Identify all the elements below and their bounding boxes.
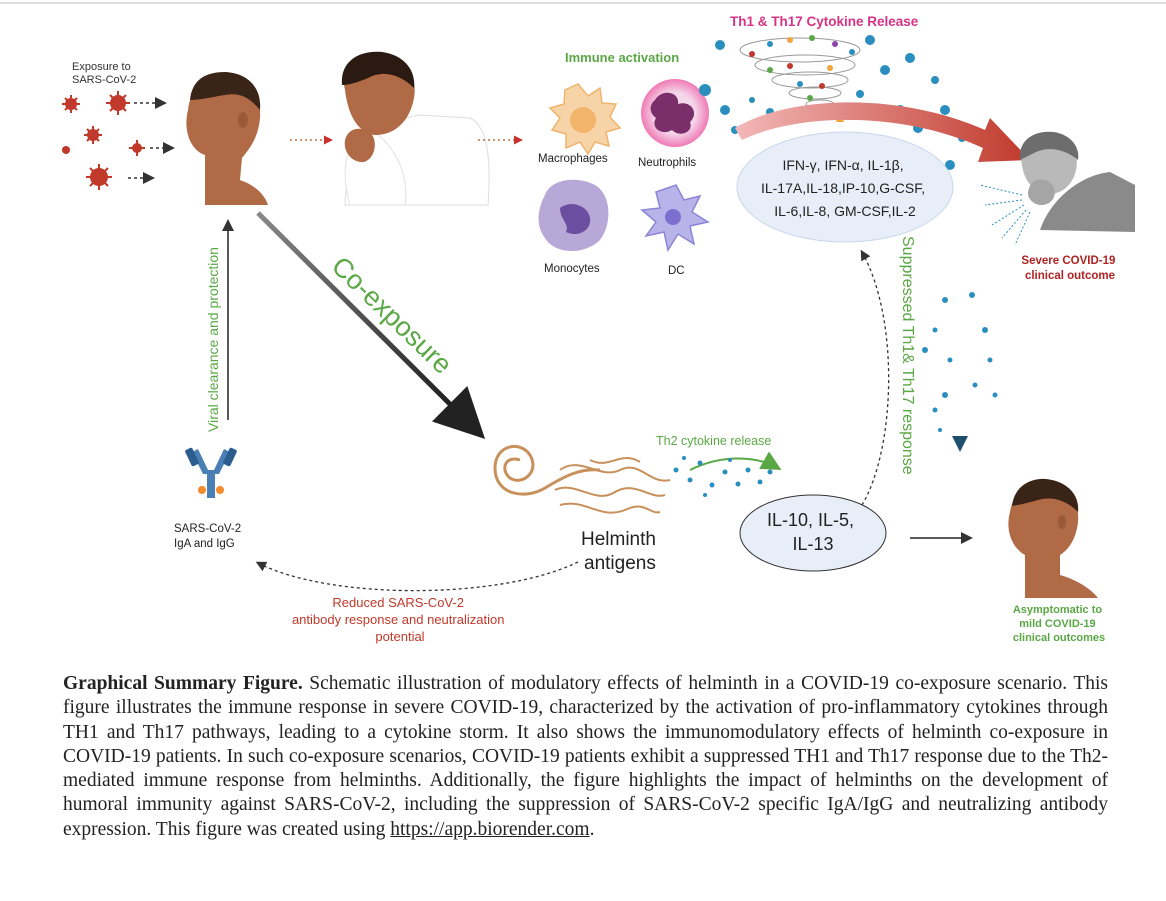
virus-dotted-arrows xyxy=(128,97,175,184)
coughing-person-illustration xyxy=(341,51,490,206)
exposure-label: Exposure to SARS-CoV-2 xyxy=(72,61,136,86)
th2-release-label: Th2 cytokine release xyxy=(656,434,771,448)
suppressed-response-arrow xyxy=(860,249,890,506)
th2-cytokines-ellipse: IL-10, IL-5, IL-13 xyxy=(739,494,887,572)
immune-activation-title: Immune activation xyxy=(565,50,679,65)
mild-patient-illustration xyxy=(1008,478,1098,598)
neutrophil-icon xyxy=(641,79,709,147)
attenuation-particles xyxy=(922,292,998,432)
biorender-link[interactable]: https://app.biorender.com xyxy=(390,818,590,840)
monocyte-icon xyxy=(538,179,609,252)
mild-outcome-label: Asymptomatic to mild COVID-19 clinical o… xyxy=(1013,604,1105,644)
cough-spray-lines xyxy=(979,184,1031,246)
cytokine-storm-arrow xyxy=(735,102,1030,162)
antibody-icon xyxy=(185,447,237,498)
graphical-summary-diagram: Exposure to SARS-CoV-2 Immune activation… xyxy=(0,2,1166,644)
figure-caption: Graphical Summary Figure. Schematic illu… xyxy=(63,672,1108,842)
caption-body: Schematic illustration of modulatory eff… xyxy=(63,673,1109,840)
macrophage-icon xyxy=(548,83,622,156)
neutrophils-label: Neutrophils xyxy=(638,157,696,169)
helminth-icon xyxy=(493,445,671,514)
attenuation-arrowhead xyxy=(952,436,968,452)
reduced-antibody-label: Reduced SARS-CoV-2 antibody response and… xyxy=(292,595,508,644)
reduced-antibody-arrow xyxy=(255,561,579,592)
cytokine-vortex xyxy=(739,37,861,109)
virus-icon xyxy=(62,91,145,190)
helminth-label: Helminth antigens xyxy=(581,529,661,574)
dc-label: DC xyxy=(668,265,685,277)
th2-release-arrow xyxy=(689,451,782,471)
antibody-label: SARS-CoV-2 IgA and IgG xyxy=(174,523,244,550)
macrophages-label: Macrophages xyxy=(538,153,608,165)
co-exposure-arrow xyxy=(256,211,486,440)
th1-cytokines-ellipse: IFN-γ, IFN-α, IL-1β, IL-17A,IL-18,IP-10,… xyxy=(736,131,954,243)
th2-particles xyxy=(673,456,773,497)
co-exposure-label: Co-exposure xyxy=(326,251,458,380)
caption-title: Graphical Summary Figure. xyxy=(63,673,303,694)
viral-clearance-label: Viral clearance and protection xyxy=(205,247,221,432)
svg-text:IL-10, IL-5, IL-13: IL-10, IL-5, IL-13 xyxy=(767,510,859,554)
dendritic-cell-icon xyxy=(640,184,710,252)
svg-text:IFN-γ, IFN-α, IL-1β, IL-: IFN-γ, IFN-α, IL-1β, IL-17A,IL-18,IP-10,… xyxy=(761,157,929,219)
suppressed-response-label: Suppressed Th1& Th17 response xyxy=(899,236,916,475)
caption-end: . xyxy=(589,818,595,840)
severe-outcome-label: Severe COVID-19 clinical outcome xyxy=(1021,255,1118,282)
monocytes-label: Monocytes xyxy=(544,263,600,275)
severe-patient-illustration xyxy=(1019,131,1135,232)
cytokine-release-title: Th1 & Th17 Cytokine Release xyxy=(730,14,919,29)
exposed-person-illustration xyxy=(186,72,268,205)
